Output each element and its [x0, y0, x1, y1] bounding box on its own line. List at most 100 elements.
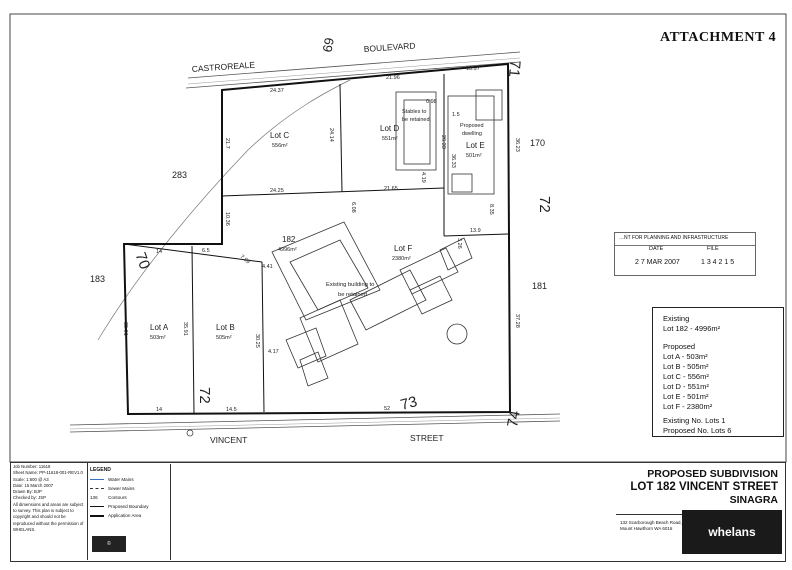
- dim-2414: 24.14: [328, 128, 334, 142]
- dim-139: 13.9: [470, 228, 481, 234]
- company-address: 132 Scarborough Beach Road, Mount Hawtho…: [620, 520, 682, 531]
- dim-098: 0.98: [426, 99, 437, 105]
- tb-date: Date: 15 March 2007: [13, 482, 54, 488]
- dim-65: 6.5: [202, 248, 210, 254]
- dim-3728: 37.28: [514, 314, 520, 328]
- easement-line: [97, 79, 351, 341]
- legend-water: Water Mains: [90, 475, 166, 484]
- attachment-label: ATTACHMENT 4: [660, 30, 777, 45]
- existing-note-2: be retained: [338, 292, 367, 298]
- dim-52: 52: [384, 406, 390, 412]
- tb-divider: [170, 464, 171, 560]
- lot-summary: Existing Lot 182 - 4996m² Proposed Lot A…: [652, 307, 784, 437]
- existing-note-1: Existing building to: [326, 282, 374, 288]
- tb-notes: All dimensions and areas are subject to …: [13, 501, 84, 532]
- lot-170: 170: [530, 138, 545, 148]
- lot-b-area: 505m²: [216, 335, 232, 341]
- lot-e-label: Lot E: [466, 141, 485, 150]
- summary-item: Lot B - 505m²: [663, 362, 709, 371]
- hand-72b: 72: [536, 196, 553, 213]
- received-stamp: …NT FOR PLANNING AND INFRASTRUCTURE DATE…: [614, 232, 756, 276]
- lot-c-area: 556m²: [272, 143, 288, 149]
- summary-existing: Lot 182 - 4996m²: [663, 324, 721, 333]
- tb-drawn: Drawn By: BJP: [13, 489, 42, 495]
- dim-417: 4.17: [268, 349, 279, 355]
- dim-326: 3.26: [456, 238, 462, 249]
- hand-70: 70: [132, 250, 154, 271]
- dim-1036: 10.36: [224, 212, 230, 226]
- stables-note-2: be retained: [402, 117, 430, 123]
- dim-441: 4.41: [262, 264, 273, 270]
- lot-e-area: 501m²: [466, 153, 482, 159]
- stamp-file-label: FILE: [707, 246, 719, 252]
- lot-f-area: 2380m²: [392, 256, 411, 262]
- summary-proposed-no: Proposed No. Lots 6: [663, 426, 732, 435]
- dwelling-note-2: dwelling: [462, 131, 482, 137]
- lot-a-label: Lot A: [150, 323, 169, 332]
- dim-1397: 13.97: [466, 66, 480, 72]
- legend-boundary: Proposed Boundary: [90, 502, 166, 511]
- hand-73: 73: [399, 393, 420, 414]
- dim-14: 14: [156, 249, 162, 255]
- lot-d-label: Lot D: [380, 124, 399, 133]
- dim-2425: 24.25: [270, 188, 284, 194]
- dim-835: 8.35: [488, 204, 494, 215]
- dim-3591b: 35.91: [182, 322, 188, 336]
- title-line-3: SINAGRA: [729, 494, 778, 506]
- tb-scale: Scale: 1:600 @ A3: [13, 476, 49, 482]
- boundary-b-f: [261, 261, 265, 413]
- dim-2196: 21.96: [386, 75, 400, 81]
- dim-15: 1.5: [452, 112, 460, 118]
- title-block-info: Job Number: 11618 Sheet Name: PP-11618-0…: [10, 462, 88, 560]
- stamp-file: 1 3 4 2 1 5: [701, 259, 735, 266]
- hand-72a: 72: [196, 387, 213, 404]
- summary-existing-no: Existing No. Lots 1: [663, 416, 726, 425]
- water-tank: [446, 323, 468, 345]
- lot-a-area: 503m²: [150, 335, 166, 341]
- lot-182-area: 4996m²: [278, 247, 297, 253]
- lot-181: 181: [532, 281, 547, 291]
- summary-item: Lot E - 501m²: [663, 392, 709, 401]
- survey-marker-icon: [186, 429, 194, 437]
- dwelling-note-1: Proposed: [460, 123, 484, 129]
- title-line-1: PROPOSED SUBDIVISION: [647, 468, 778, 480]
- stamp-date: 2 7 MAR 2007: [635, 259, 680, 266]
- house-number-69: 69: [320, 37, 337, 54]
- stamp-heading: …NT FOR PLANNING AND INFRASTRUCTURE: [619, 235, 729, 241]
- legend-sewer: Sewer Mains: [90, 484, 166, 493]
- summary-existing-heading: Existing: [663, 314, 690, 323]
- dim-145: 14.5: [226, 407, 237, 413]
- dim-3623: 36.23: [514, 138, 520, 152]
- dim-608: 6.08: [350, 202, 356, 213]
- tb-job: Job Number: 11618: [13, 464, 51, 469]
- dim-217: 21.7: [224, 138, 230, 149]
- title-block: [10, 462, 786, 562]
- hand-71: 71: [505, 60, 523, 78]
- dimensions: 24.37 21.96 13.97 0.98 1.5 26.33 36.23 3…: [122, 66, 520, 413]
- boundary-c-d: [339, 83, 343, 193]
- title-line-2: LOT 182 VINCENT STREET: [630, 481, 778, 493]
- proposed-dwelling: [447, 89, 503, 195]
- existing-building: [271, 221, 473, 387]
- lot-b-label: Lot B: [216, 323, 235, 332]
- lot-f-label: Lot F: [394, 244, 412, 253]
- copyright-logo: ©: [92, 536, 126, 552]
- legend-application: Application Area: [90, 511, 166, 520]
- whelans-logo: whelans: [682, 510, 782, 554]
- tb-sheet: Sheet Name: PP-11618-001-REV1.0: [13, 470, 83, 476]
- boundary-a-b: [191, 245, 195, 415]
- stables: [395, 91, 437, 171]
- summary-item: Lot C - 556m²: [663, 372, 709, 381]
- stables-note-1: Stables to: [402, 109, 426, 115]
- dim-2165: 21.65: [384, 186, 398, 192]
- legend-title: LEGEND: [90, 467, 111, 473]
- street-castroreale: CASTROREALE: [191, 60, 255, 74]
- summary-item: Lot F - 2380m²: [663, 402, 713, 411]
- dim-3591a: 35.91: [122, 322, 128, 336]
- dim-2437: 24.37: [270, 88, 284, 94]
- stamp-date-label: DATE: [649, 246, 664, 252]
- tb-checked: Checked by: JSP: [13, 495, 46, 501]
